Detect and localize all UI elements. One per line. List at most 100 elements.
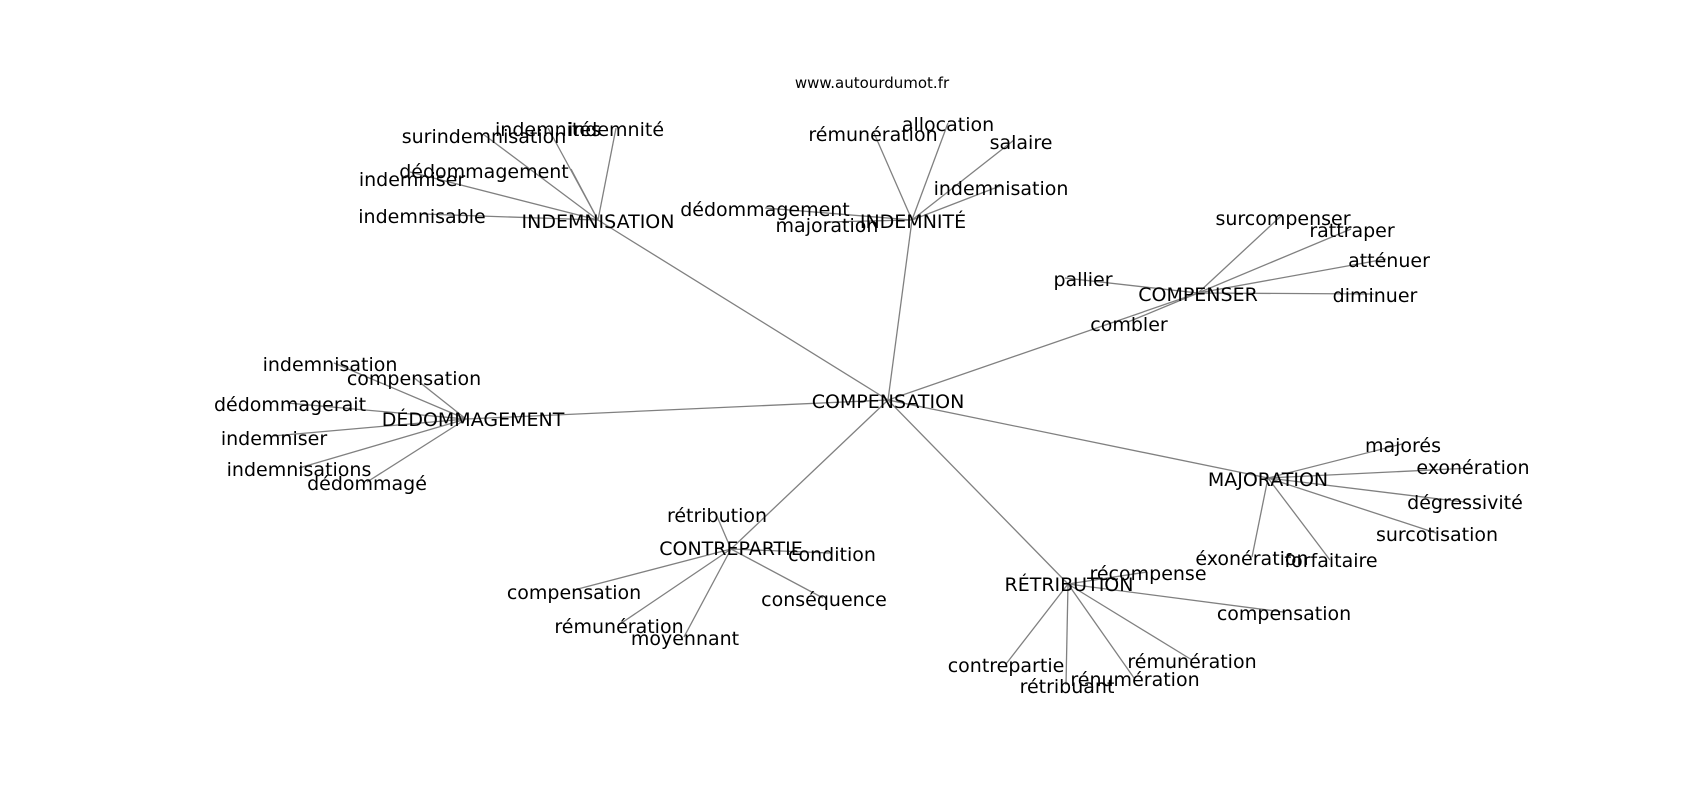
edge-hub-to-leaf (597, 127, 617, 221)
hub-node-label: CONTREPARTIE (659, 538, 803, 560)
leaf-node-label: surindemnisation (402, 126, 567, 148)
edge-hub-to-leaf (570, 168, 599, 221)
edge-center-to-hub (887, 219, 913, 401)
leaf-node-label: dédommagement (680, 199, 850, 221)
leaf-node-label: rétribuant (1020, 676, 1115, 698)
leaf-node-label: dédommagement (399, 161, 569, 183)
edge-hub-to-leaf (911, 139, 1015, 221)
edge-hub-to-leaf (825, 219, 913, 223)
edge-hub-to-leaf (1267, 477, 1331, 561)
edge-hub-to-leaf (1251, 477, 1269, 558)
edge-hub-to-leaf (730, 548, 831, 554)
edge-hub-to-leaf (1197, 228, 1352, 294)
edges (272, 122, 1473, 686)
edge-hub-to-leaf (683, 548, 732, 638)
edge-hub-to-leaf (1067, 571, 1148, 585)
leaf-node-label: rattraper (1309, 220, 1395, 242)
edge-hub-to-leaf (730, 548, 824, 599)
leaf-node-label: rémunération (554, 616, 683, 638)
edge-hub-to-leaf (409, 171, 599, 221)
hub-node-label: INDEMNISATION (522, 211, 675, 233)
edge-center-to-hub (465, 399, 889, 420)
leaf-node-label: salaire (990, 132, 1053, 154)
edge-center-to-hub (597, 219, 889, 401)
edge-center-to-hub (887, 292, 1199, 401)
edge-hub-to-leaf (1267, 477, 1465, 503)
leaf-node-label: compensation (347, 368, 481, 390)
leaf-node-label: éxonération (1195, 548, 1308, 570)
leaf-node-label: indemnisation (263, 354, 398, 376)
leaf-node-label: dégressivité (1407, 492, 1523, 514)
edge-hub-to-leaf (1267, 443, 1403, 479)
edge-hub-to-leaf (1197, 258, 1387, 294)
edge-hub-to-leaf (482, 133, 599, 221)
edge-center-to-hub (730, 399, 889, 550)
edge-hub-to-leaf (573, 548, 732, 591)
edge-hub-to-leaf (286, 402, 467, 420)
leaf-node-label: moyennant (631, 628, 739, 650)
leaf-node-label: récompense (1089, 563, 1206, 585)
edge-hub-to-leaf (366, 418, 467, 483)
leaf-node-label: rémunération (808, 124, 937, 146)
edge-hub-to-leaf (911, 185, 1001, 221)
leaf-node-label: rénumération (1070, 669, 1199, 691)
leaf-node-label: conséquence (761, 589, 887, 611)
hub-node-label: INDEMNITÉ (860, 210, 966, 233)
leaf-node-label: forfaitaire (1284, 550, 1377, 572)
edge-hub-to-leaf (298, 418, 467, 469)
edge-hub-to-leaf (911, 122, 949, 221)
leaf-node-label: diminuer (1333, 285, 1418, 307)
edge-hub-to-leaf (619, 548, 732, 625)
edge-hub-to-leaf (1197, 292, 1375, 295)
leaf-node-label: condition (788, 544, 876, 566)
edge-hub-to-leaf (1127, 292, 1199, 323)
leaf-node-label: surcotisation (1376, 524, 1498, 546)
leaf-node-label: indemnisable (358, 206, 485, 228)
leaf-node-label: atténuer (1348, 250, 1430, 272)
leaf-node-label: majorés (1365, 435, 1441, 457)
leaf-node-label: indemnisation (934, 178, 1069, 200)
leaf-node-label: surcompenser (1215, 208, 1350, 230)
leaf-node-label: rétribution (667, 505, 767, 527)
edge-hub-to-leaf (1005, 583, 1069, 665)
leaf-node-label: indemnité (568, 119, 664, 141)
edge-hub-to-leaf (1067, 583, 1284, 613)
edge-center-to-hub (887, 399, 1069, 585)
hub-node-label: COMPENSER (1138, 284, 1258, 306)
leaf-node-label: majoration (776, 215, 879, 237)
edge-center-to-hub (887, 399, 1269, 479)
edge-hub-to-leaf (1065, 583, 1069, 686)
leaf-node-label: indemnités (495, 119, 601, 141)
edge-hub-to-leaf (333, 362, 467, 420)
leaf-node-label: dédommagé (307, 473, 427, 495)
hub-node-label: MAJORATION (1208, 469, 1328, 491)
leaf-node-label: contrepartie (948, 655, 1065, 677)
edge-hub-to-leaf (873, 132, 913, 221)
leaf-node-label: indemniser (221, 428, 327, 450)
leaf-node-label: compensation (507, 582, 641, 604)
edge-hub-to-leaf (1267, 477, 1437, 534)
leaf-node-label: dédommagerait (214, 394, 366, 416)
edge-hub-to-leaf (1267, 467, 1473, 479)
leaf-node-label: pallier (1053, 269, 1112, 291)
edge-hub-to-leaf (1067, 583, 1135, 679)
leaf-node-label: rémunération (1127, 651, 1256, 673)
leaf-node-label: indemniser (359, 169, 465, 191)
center-node-label: COMPENSATION (812, 391, 965, 413)
edge-hub-to-leaf (764, 207, 913, 221)
site-watermark: www.autourdumot.fr (795, 74, 950, 92)
leaf-node-label: allocation (902, 114, 994, 136)
edge-hub-to-leaf (421, 213, 599, 221)
hub-node-label: DÉDOMMAGEMENT (382, 408, 565, 431)
edge-hub-to-leaf (1197, 215, 1282, 294)
edge-hub-to-leaf (412, 376, 467, 420)
leaf-node-label: compensation (1217, 603, 1351, 625)
labels: www.autourdumot.fr COMPENSATION INDEMNISA… (214, 74, 1530, 698)
leaf-node-label: exonération (1416, 457, 1529, 479)
edge-hub-to-leaf (272, 418, 467, 437)
leaf-node-label: combler (1090, 314, 1168, 336)
edge-hub-to-leaf (1064, 277, 1199, 294)
leaf-node-label: indemnisations (227, 459, 372, 481)
hub-node-label: RÉTRIBUTION (1005, 573, 1134, 596)
